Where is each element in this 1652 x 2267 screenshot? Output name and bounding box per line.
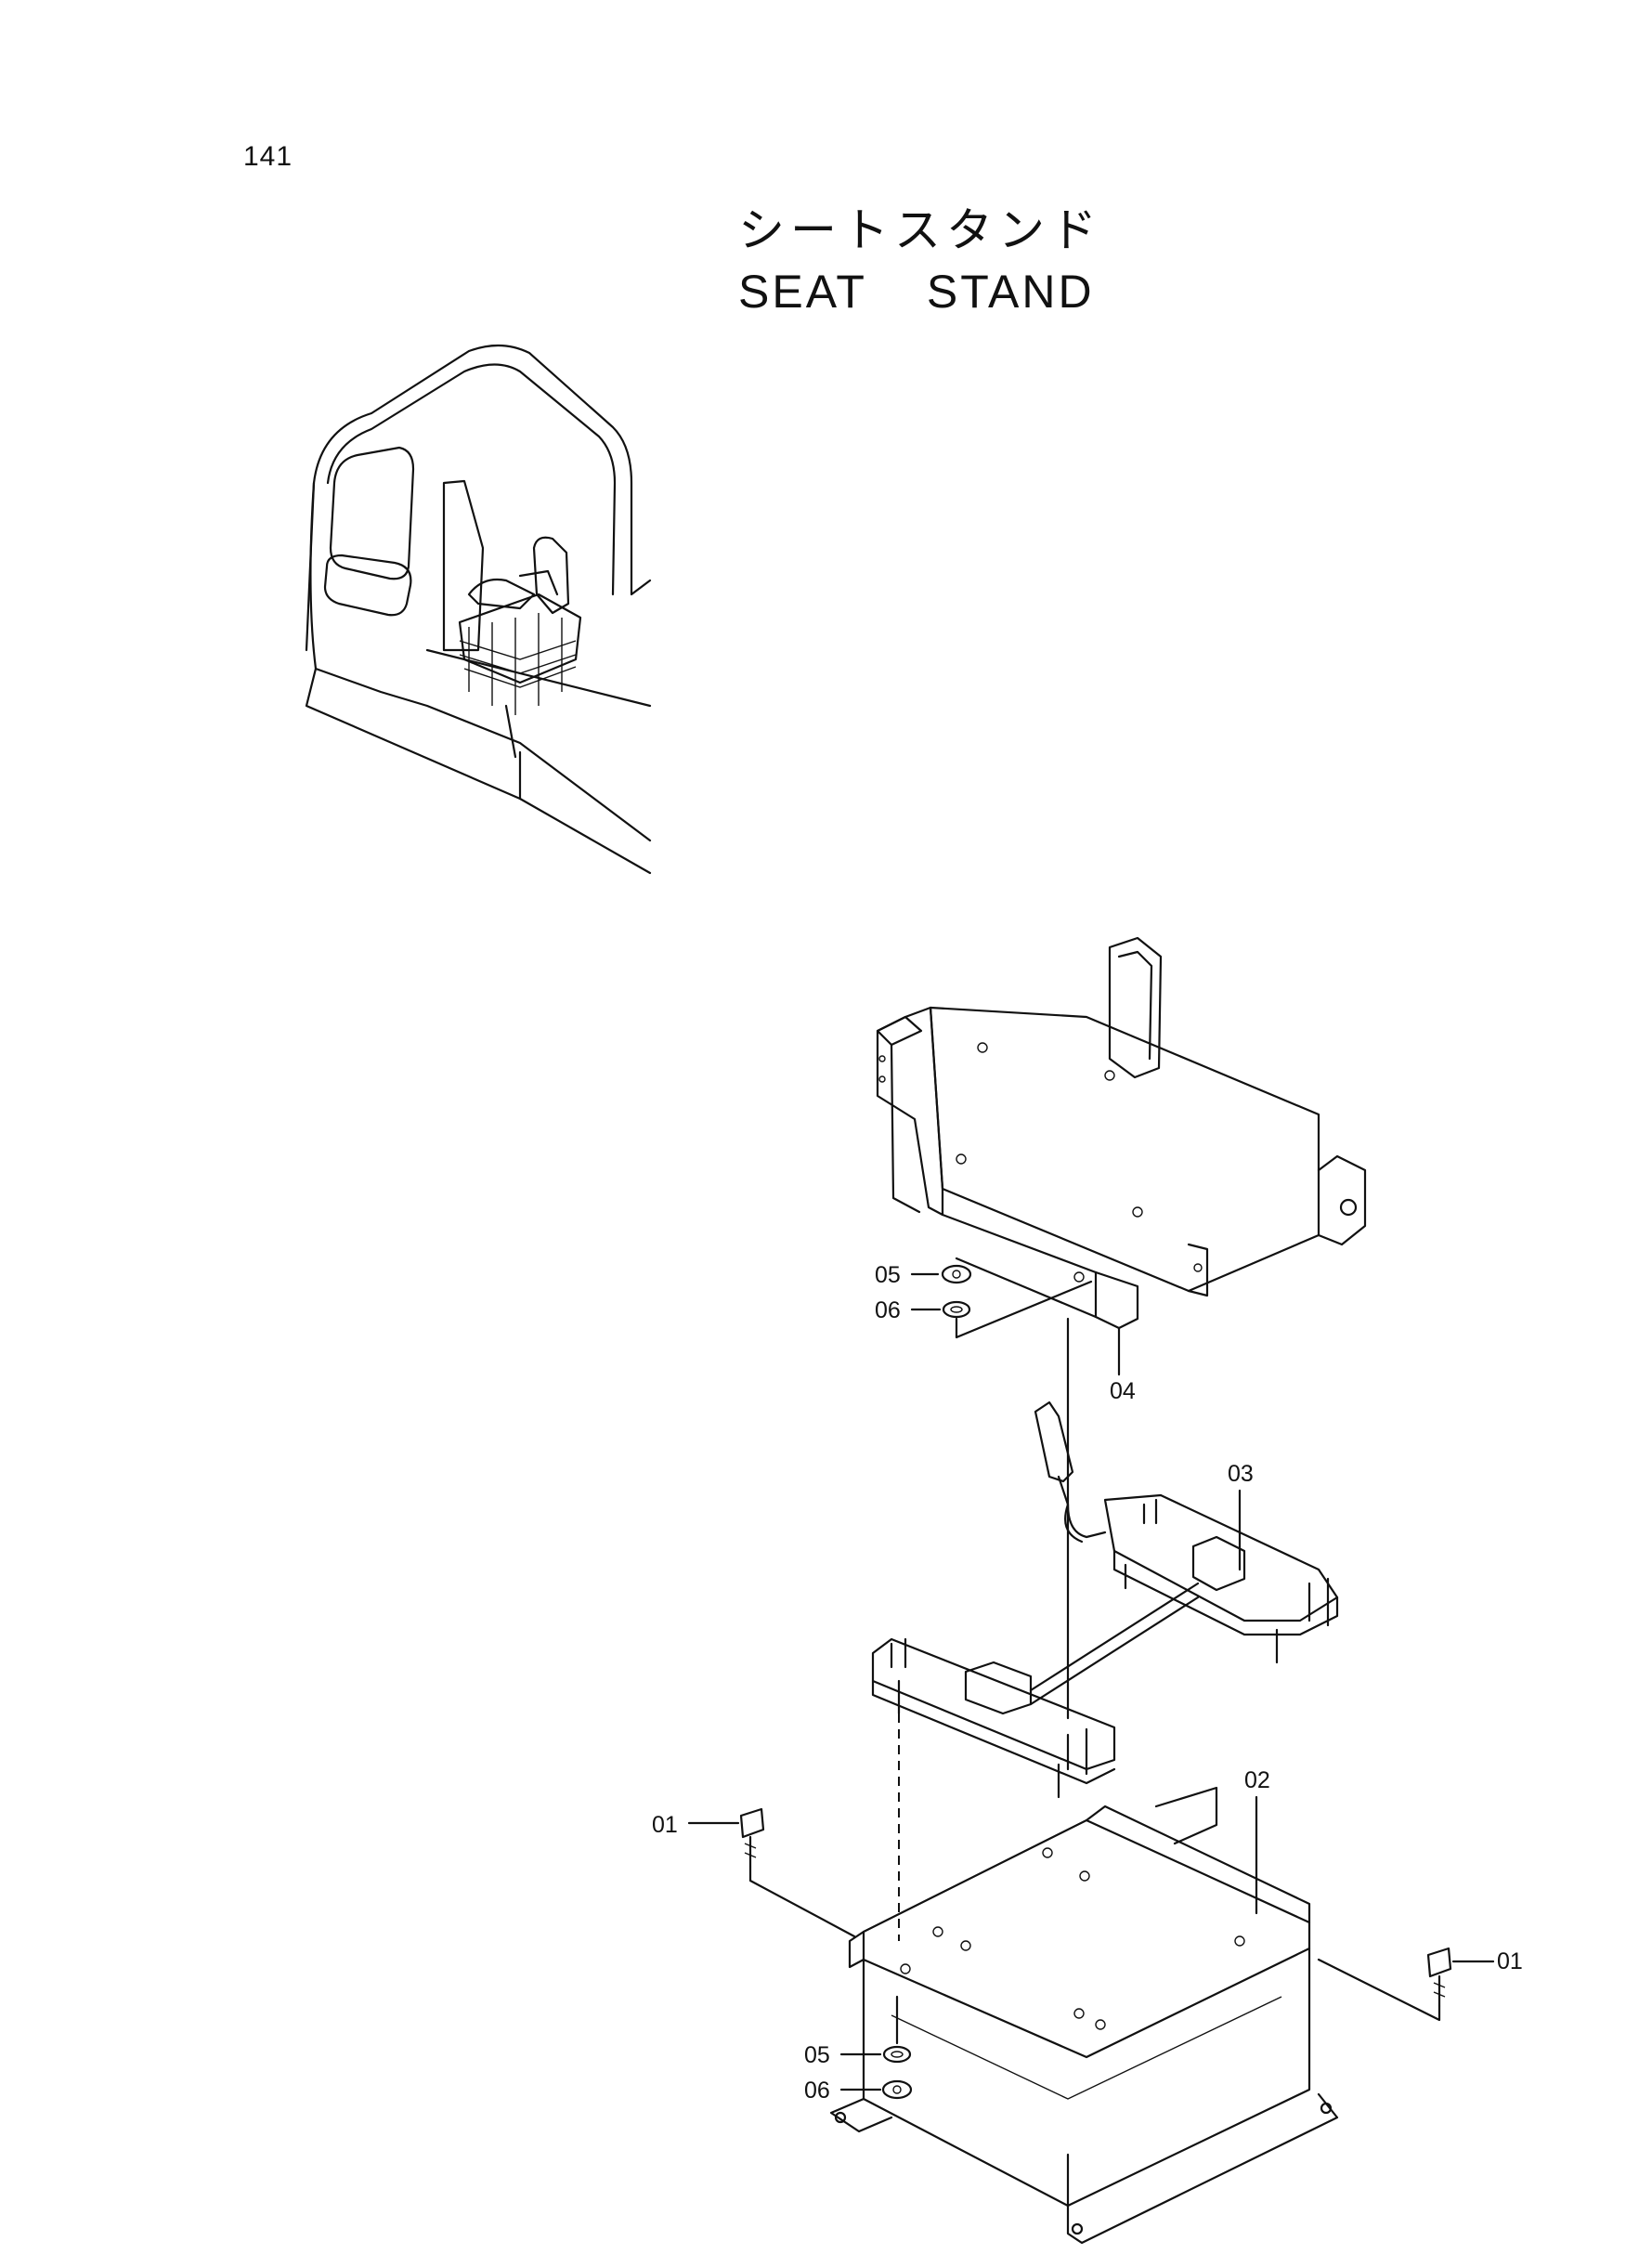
nut-part-06-bottom [881, 2079, 913, 2100]
callout-02-label: 02 [1244, 1767, 1270, 1793]
washer-part-05-bottom [882, 2045, 912, 2064]
seat-stand-base-part-02 [829, 1786, 1339, 2245]
callout-06-bottom: 06 [804, 2078, 882, 2104]
assembly-lines [748, 1280, 1441, 2045]
page-number: 141 [243, 141, 293, 172]
seat-slide-rails-part-03 [871, 1401, 1339, 1799]
cab-location-illustration [305, 344, 652, 875]
callout-01-left-label: 01 [652, 1812, 678, 1838]
callout-05-top-label: 05 [875, 1262, 901, 1288]
seat-bracket-part-04 [876, 936, 1367, 1376]
callout-06-top: 06 [875, 1297, 942, 1323]
title-english: SEAT STAND [738, 266, 1095, 318]
callout-04: 04 [1110, 1378, 1136, 1404]
callout-06-top-label: 06 [875, 1297, 901, 1323]
callout-01-right: 01 [1451, 1948, 1523, 1974]
callout-05-bottom: 05 [804, 2042, 882, 2068]
callout-02: 02 [1244, 1767, 1270, 1915]
bolt-part-01-left [739, 1807, 765, 1869]
callout-04-label: 04 [1110, 1378, 1136, 1404]
callout-01-left: 01 [652, 1812, 740, 1838]
bolt-part-01-right [1426, 1947, 1452, 2008]
callout-05-top: 05 [875, 1262, 940, 1288]
callout-03-label: 03 [1228, 1461, 1254, 1487]
page-title: シートスタンド SEAT STAND [738, 200, 1102, 322]
callout-01-right-label: 01 [1497, 1948, 1523, 1974]
callout-06-bottom-label: 06 [804, 2078, 830, 2104]
nut-part-05-top [941, 1264, 972, 1284]
callout-05-bottom-label: 05 [804, 2042, 830, 2068]
washer-part-06-top [942, 1300, 971, 1319]
title-japanese: シートスタンド [738, 203, 1102, 257]
callout-03: 03 [1228, 1461, 1254, 1571]
